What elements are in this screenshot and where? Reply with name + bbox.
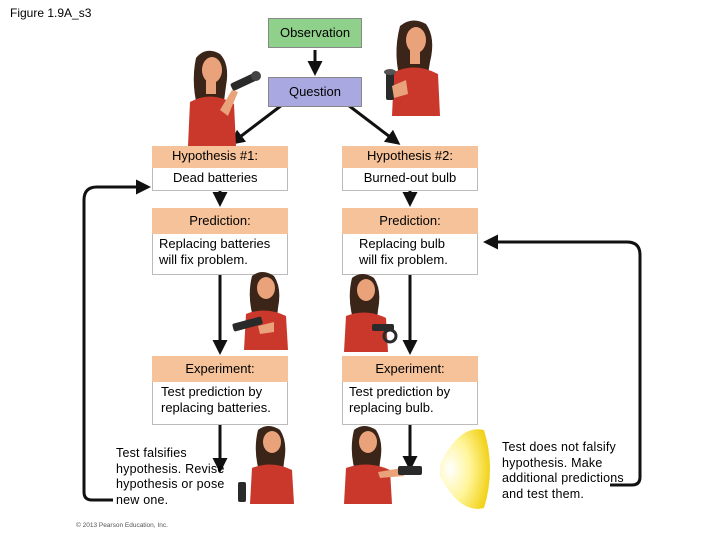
experiment-2-text: Test prediction by replacing bulb. (342, 382, 478, 425)
prediction-1-line-2: will fix problem. (159, 252, 248, 267)
experiment-1-box: Experiment: Test prediction by replacing… (152, 356, 288, 425)
question-label: Question (288, 84, 342, 99)
arrow-question-to-hyp2 (347, 103, 401, 145)
falsify-left-text: Test falsifies hypothesis. Revise hypoth… (116, 446, 238, 508)
question-box: Question (268, 77, 362, 107)
not-falsify-right-line-5: test them. (527, 486, 585, 501)
experiment-2-line-1: Test prediction by (349, 384, 451, 399)
observation-box: Observation (268, 18, 362, 48)
not-falsify-right-text: Test does not falsify hypothesis. Make a… (502, 440, 632, 502)
not-falsify-right-line-1: Test does not (502, 440, 579, 454)
observation-label: Observation (279, 25, 351, 40)
falsify-left-line-3: hypothesis or (116, 477, 193, 491)
experiment-1-text: Test prediction by replacing batteries. (152, 382, 288, 425)
hypothesis-2-title: Hypothesis #2: (342, 146, 478, 168)
flashlight-beam-icon (440, 424, 496, 519)
arrow-question-to-hyp1 (229, 103, 283, 145)
falsify-left-line-4: pose new one. (116, 477, 225, 507)
hypothesis-2-text: Burned-out bulb (342, 168, 478, 191)
experiment-1-line-2: replacing batteries. (161, 400, 271, 415)
woman-with-lit-flashlight-icon (338, 424, 422, 504)
woman-with-dead-flashlight-icon (236, 424, 306, 504)
falsify-left-line-1: Test falsifies (116, 446, 187, 460)
prediction-1-title: Prediction: (152, 208, 288, 234)
prediction-2-title: Prediction: (342, 208, 478, 234)
experiment-2-line-2: replacing bulb. (349, 400, 434, 415)
woman-thinking-icon (176, 46, 264, 146)
experiment-1-line-1: Test prediction by (161, 384, 263, 399)
not-falsify-right-line-3: Make additional (502, 455, 603, 486)
not-falsify-right-line-2: falsify hypothesis. (502, 440, 616, 470)
copyright-text: © 2013 Pearson Education, Inc. (76, 522, 168, 529)
hypothesis-1-text: Dead batteries (152, 168, 288, 191)
arrow-left-loop (82, 179, 151, 502)
arrow-right-loop (483, 234, 642, 487)
prediction-1-box: Prediction: Replacing batteries will fix… (152, 208, 288, 275)
prediction-1-text: Replacing batteries will fix problem. (152, 234, 288, 275)
prediction-2-box: Prediction: Replacing bulb will fix prob… (342, 208, 478, 275)
experiment-2-box: Experiment: Test prediction by replacing… (342, 356, 478, 425)
experiment-2-title: Experiment: (342, 356, 478, 382)
woman-replacing-batteries-icon (232, 270, 302, 350)
not-falsify-right-line-4: predictions and (502, 471, 624, 501)
falsify-left-line-2: hypothesis. Revise (116, 461, 225, 476)
prediction-1-line-1: Replacing batteries (159, 236, 271, 251)
experiment-1-title: Experiment: (152, 356, 288, 382)
hypothesis-1-title: Hypothesis #1: (152, 146, 288, 168)
prediction-2-line-1: Replacing bulb (359, 236, 446, 251)
woman-replacing-bulb-icon (338, 272, 408, 352)
prediction-2-line-2: will fix problem. (359, 252, 448, 267)
woman-holding-flashlight-icon (372, 16, 452, 116)
hypothesis-2-box: Hypothesis #2: Burned-out bulb (342, 146, 478, 191)
figure-label: Figure 1.9A_s3 (10, 6, 92, 20)
hypothesis-1-box: Hypothesis #1: Dead batteries (152, 146, 288, 191)
prediction-2-text: Replacing bulb will fix problem. (342, 234, 478, 275)
